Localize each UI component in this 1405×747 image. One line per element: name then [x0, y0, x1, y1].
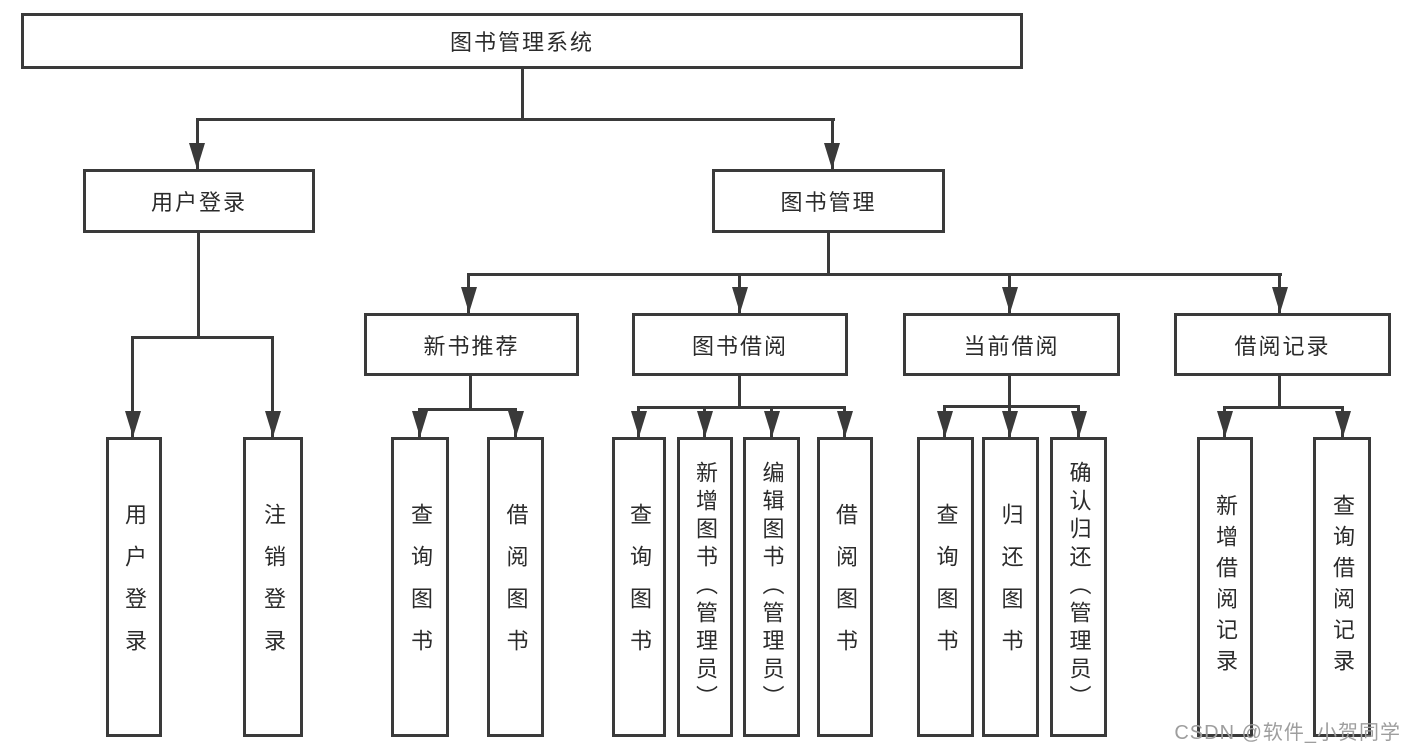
- arrowhead-to-user-login: [189, 143, 205, 169]
- leaf-query-books-recommend: 查询图书: [391, 437, 449, 737]
- connector-records-stem: [1278, 376, 1281, 406]
- node-book-management-label: 图书管理: [780, 190, 877, 215]
- leaf-borrow-books-borrowing: 借阅图书: [817, 437, 873, 737]
- leaf-borrow-books-recommend: 借阅图书: [487, 437, 544, 737]
- leaf-logout-label: 注销登录: [261, 503, 286, 671]
- connector-recommend-branch: [418, 408, 517, 411]
- node-book-management: 图书管理: [712, 169, 945, 233]
- arrowhead-to-leaf-confirm10: [1071, 411, 1087, 437]
- leaf-user-login: 用户登录: [106, 437, 162, 737]
- arrowhead-to-leaf-queryrec12: [1335, 411, 1351, 437]
- connector-user-login-stem: [197, 233, 200, 336]
- leaf-add-books-admin-label: 新增图书（管理员）: [693, 461, 718, 713]
- leaf-confirm-return-admin: 确认归还（管理员）: [1050, 437, 1107, 737]
- node-book-borrowing: 图书借阅: [632, 313, 848, 376]
- connector-borrowing-stem: [738, 376, 741, 406]
- connector-root-stem: [521, 69, 524, 118]
- leaf-query-books-current: 查询图书: [917, 437, 974, 737]
- arrowhead-to-leaf-query4: [631, 411, 647, 437]
- leaf-query-borrow-record: 查询借阅记录: [1313, 437, 1371, 737]
- node-root: 图书管理系统: [21, 13, 1023, 69]
- node-new-book-recommend-label: 新书推荐: [423, 333, 520, 359]
- leaf-confirm-return-admin-label: 确认归还（管理员）: [1066, 461, 1092, 713]
- leaf-add-books-admin: 新增图书（管理员）: [677, 437, 733, 737]
- leaf-return-books-label: 归还图书: [998, 503, 1024, 671]
- arrowhead-to-leaf-add5: [697, 411, 713, 437]
- arrowhead-to-leaf-user-login: [125, 411, 141, 437]
- connector-recommend-stem: [469, 376, 472, 408]
- arrowhead-to-recommend: [461, 287, 477, 313]
- connector-to-leaf-logout-stem: [271, 336, 274, 437]
- arrowhead-to-leaf-addrec11: [1217, 411, 1233, 437]
- connector-current-branch: [943, 405, 1080, 408]
- connector-records-branch: [1223, 406, 1344, 409]
- connector-borrowing-branch: [637, 406, 846, 409]
- leaf-add-borrow-record-label: 新增借阅记录: [1213, 494, 1238, 680]
- arrowhead-to-leaf-return9: [1002, 411, 1018, 437]
- arrowhead-to-leaf-borrow3: [508, 411, 524, 437]
- arrowhead-to-leaf-edit6: [764, 411, 780, 437]
- leaf-query-books-recommend-label: 查询图书: [408, 503, 433, 671]
- connector-user-login-branch: [131, 336, 274, 339]
- leaf-query-borrow-record-label: 查询借阅记录: [1330, 494, 1355, 680]
- connector-book-management-stem: [827, 233, 830, 273]
- node-borrow-records-label: 借阅记录: [1234, 333, 1331, 359]
- connector-to-leaf-user-login-stem: [131, 336, 134, 437]
- leaf-borrow-books-recommend-label: 借阅图书: [503, 503, 529, 671]
- leaf-user-login-label: 用户登录: [122, 503, 147, 671]
- node-current-borrowing-label: 当前借阅: [963, 333, 1060, 359]
- node-root-label: 图书管理系统: [449, 30, 594, 55]
- leaf-edit-books-admin-label: 编辑图书（管理员）: [759, 461, 785, 713]
- arrowhead-to-current: [1002, 287, 1018, 313]
- connector-root-branch: [196, 118, 835, 121]
- node-current-borrowing: 当前借阅: [903, 313, 1120, 376]
- arrowhead-to-records: [1272, 287, 1288, 313]
- leaf-query-books-current-label: 查询图书: [933, 503, 959, 671]
- connector-book-management-branch: [467, 273, 1282, 276]
- leaf-borrow-books-borrowing-label: 借阅图书: [833, 503, 858, 671]
- node-user-login: 用户登录: [83, 169, 315, 233]
- arrowhead-to-leaf-logout: [265, 411, 281, 437]
- arrowhead-to-leaf-query2: [412, 411, 428, 437]
- connector-current-stem: [1008, 376, 1011, 405]
- arrowhead-to-leaf-query8: [937, 411, 953, 437]
- node-borrow-records: 借阅记录: [1174, 313, 1391, 376]
- leaf-add-borrow-record: 新增借阅记录: [1197, 437, 1253, 737]
- node-user-login-label: 用户登录: [150, 190, 247, 215]
- node-new-book-recommend: 新书推荐: [364, 313, 579, 376]
- leaf-logout: 注销登录: [243, 437, 303, 737]
- watermark: CSDN @软件_小贺同学: [1174, 722, 1401, 744]
- leaf-query-books-borrowing-label: 查询图书: [627, 503, 652, 671]
- arrowhead-to-book-management: [824, 143, 840, 169]
- leaf-query-books-borrowing: 查询图书: [612, 437, 666, 737]
- leaf-return-books: 归还图书: [982, 437, 1039, 737]
- arrowhead-to-borrowing: [732, 287, 748, 313]
- arrowhead-to-leaf-borrow7: [837, 411, 853, 437]
- leaf-edit-books-admin: 编辑图书（管理员）: [743, 437, 800, 737]
- node-book-borrowing-label: 图书借阅: [691, 333, 788, 359]
